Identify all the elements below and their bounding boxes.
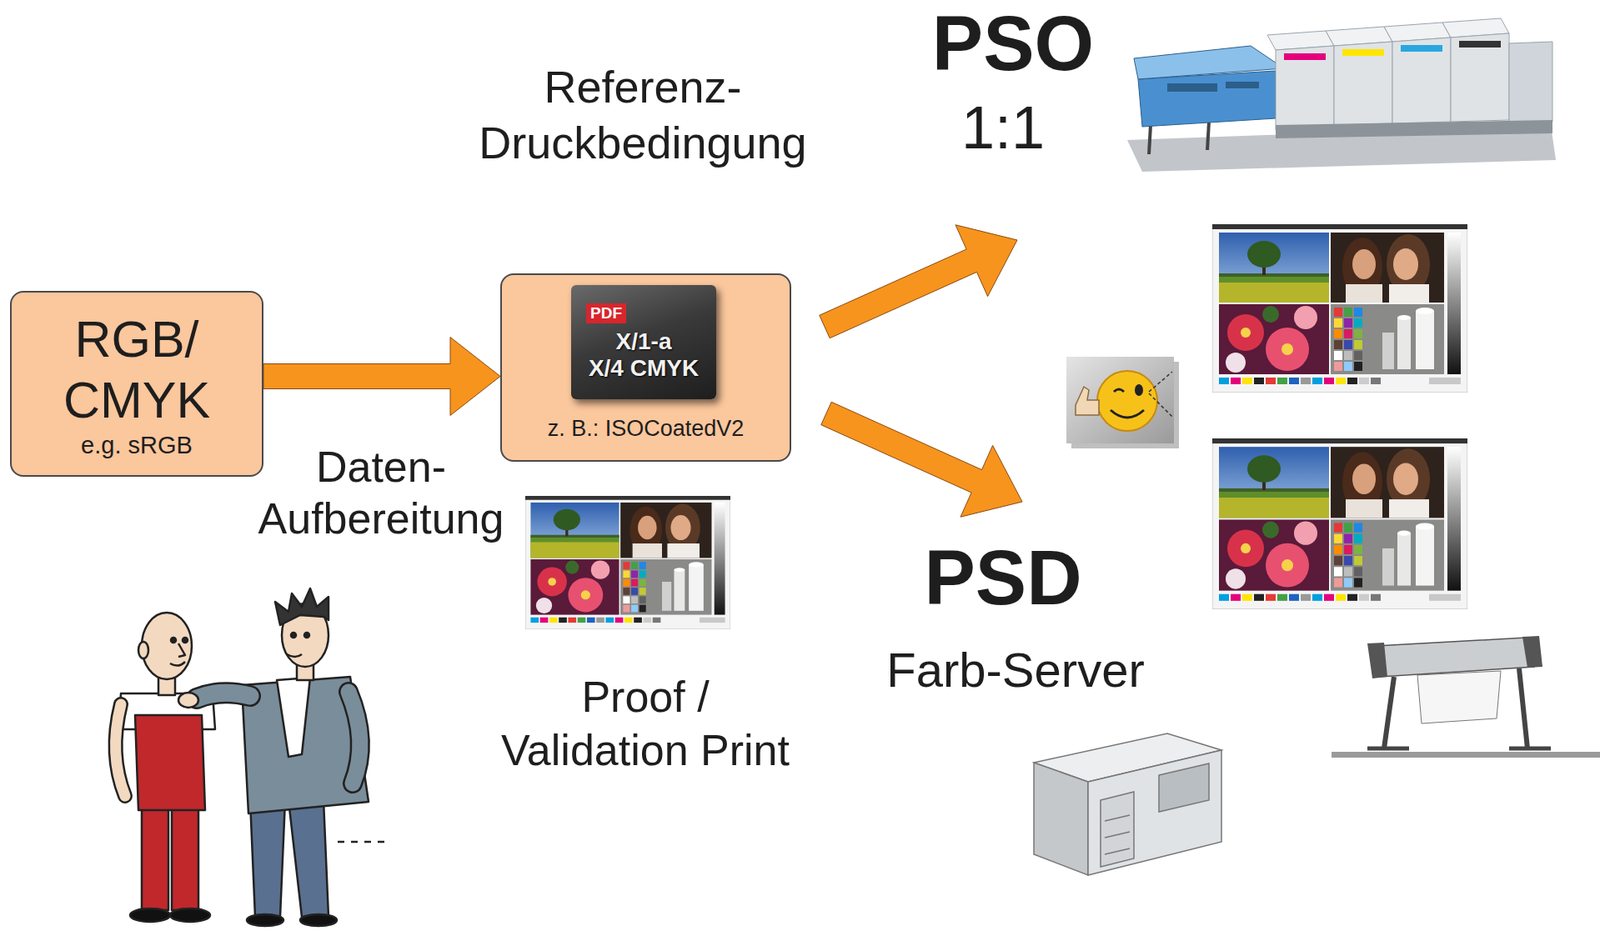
heading-label: PSO: [887, 5, 1139, 82]
plotter: [1331, 636, 1600, 758]
node-text: RGB/ CMYK: [53, 309, 221, 432]
node-text: X/1-a: [571, 328, 717, 356]
test-print: [525, 224, 1468, 630]
smiley-icon: [1066, 356, 1179, 449]
pdf-icon: PDF X/1-aX/4 CMYK: [571, 285, 717, 400]
process-box: z. B.: ISOCoatedV2 PDF X/1-aX/4 CMYK: [500, 273, 792, 462]
node-text: X/4 CMYK: [571, 355, 717, 382]
flow-arrow: [263, 337, 501, 417]
caption-label: Daten- Aufbereitung: [247, 441, 515, 545]
cartoon-people: [115, 588, 388, 927]
node-text: e.g. sRGB: [80, 431, 193, 460]
process-box: RGB/ CMYKe.g. sRGB: [10, 290, 264, 477]
caption-label: 1:1: [919, 97, 1087, 158]
node-text: z. B.: ISOCoatedV2: [547, 415, 745, 442]
flow-arrow: [819, 225, 1023, 517]
caption-label: Proof / Validation Print: [490, 670, 801, 778]
heading-label: PSD: [877, 539, 1129, 617]
digital-press: [1033, 733, 1222, 876]
caption-label: Farb-Server: [840, 641, 1191, 700]
node-text: PDF: [586, 303, 627, 324]
caption-label: Referenz- Druckbedingung: [459, 59, 827, 171]
offset-press: [1127, 18, 1556, 172]
